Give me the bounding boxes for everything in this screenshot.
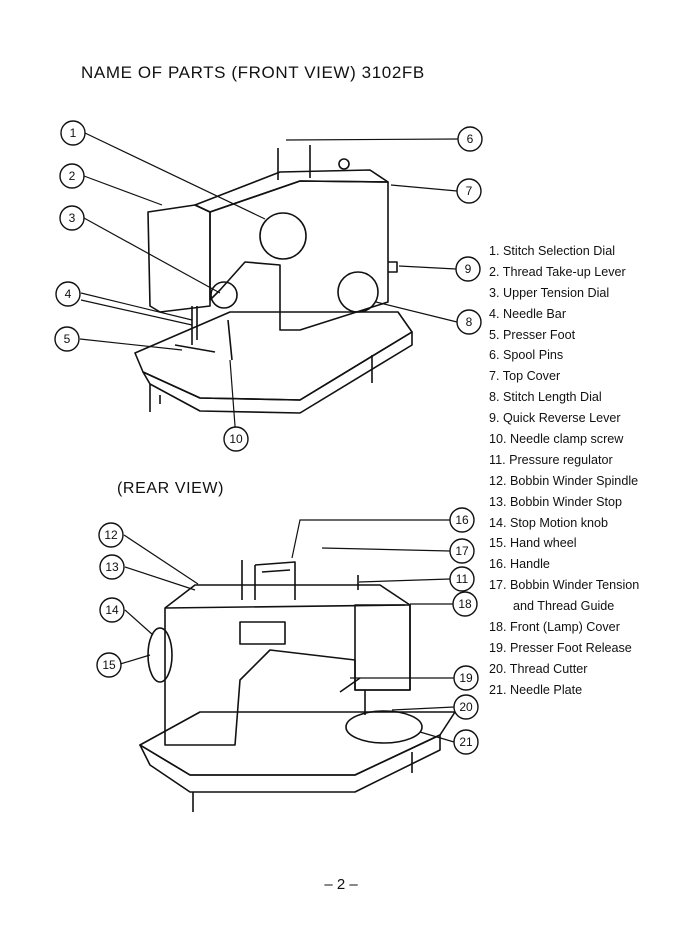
callout-4: 4 xyxy=(65,287,72,301)
callout-20: 20 xyxy=(459,700,473,714)
callout-16: 16 xyxy=(455,513,469,527)
part-item: 1. Stitch Selection Dial xyxy=(489,244,615,258)
callout-21: 21 xyxy=(459,735,473,749)
part-item: 11. Pressure regulator xyxy=(489,452,613,467)
callout-18: 18 xyxy=(458,597,472,611)
callout-8: 8 xyxy=(466,315,473,329)
parts-list: 1. Stitch Selection Dial 2. Thread Take-… xyxy=(489,244,639,704)
part-item: 5. Presser Foot xyxy=(489,327,576,342)
stitch-selection-dial xyxy=(259,212,307,260)
part-item: 10. Needle clamp screw xyxy=(489,432,624,447)
callout-15: 15 xyxy=(102,658,116,672)
page-number: – 2 – xyxy=(324,876,358,893)
page-title: NAME OF PARTS (FRONT VIEW) 3102FB xyxy=(81,63,425,82)
callout-10: 10 xyxy=(229,432,243,446)
callout-19: 19 xyxy=(459,671,473,685)
part-item: 18. Front (Lamp) Cover xyxy=(489,620,620,635)
part-item: 17. Bobbin Winder Tension xyxy=(489,578,640,593)
part-item: 20. Thread Cutter xyxy=(489,661,588,676)
callout-12: 12 xyxy=(104,528,118,542)
rear-view-illustration xyxy=(139,560,456,812)
callout-1: 1 xyxy=(70,126,77,140)
callout-3: 3 xyxy=(69,211,76,225)
part-item: 16. Handle xyxy=(489,557,550,572)
part-item: 21. Needle Plate xyxy=(489,682,583,697)
part-item: 13. Bobbin Winder Stop xyxy=(489,494,623,509)
part-item: 7. Top Cover xyxy=(489,369,561,384)
part-item: 2. Thread Take-up Lever xyxy=(489,264,626,279)
callout-13: 13 xyxy=(105,560,119,574)
callout-17: 17 xyxy=(455,544,469,558)
part-item: 12. Bobbin Winder Spindle xyxy=(489,473,639,488)
part-item: 3. Upper Tension Dial xyxy=(489,285,610,300)
part-item: 6. Spool Pins xyxy=(489,348,564,363)
callout-9: 9 xyxy=(465,262,472,276)
front-head xyxy=(147,204,211,313)
callout-7: 7 xyxy=(466,184,473,198)
part-item: 19. Presser Foot Release xyxy=(489,640,632,655)
part-item: 15. Hand wheel xyxy=(489,536,577,551)
callout-14: 14 xyxy=(105,603,119,617)
stitch-length-dial xyxy=(337,271,379,313)
part-item: 8. Stitch Length Dial xyxy=(489,390,602,405)
callout-2: 2 xyxy=(69,169,76,183)
part-item-continuation: and Thread Guide xyxy=(513,599,615,614)
part-item: 4. Needle Bar xyxy=(489,306,567,321)
rear-view-title: (REAR VIEW) xyxy=(117,480,225,497)
callout-5: 5 xyxy=(64,332,71,346)
part-item: 9. Quick Reverse Lever xyxy=(489,411,621,426)
part-item: 14. Stop Motion knob xyxy=(489,515,609,530)
upper-tension-dial xyxy=(210,281,238,309)
callout-11: 11 xyxy=(456,572,469,586)
callout-6: 6 xyxy=(467,132,474,146)
